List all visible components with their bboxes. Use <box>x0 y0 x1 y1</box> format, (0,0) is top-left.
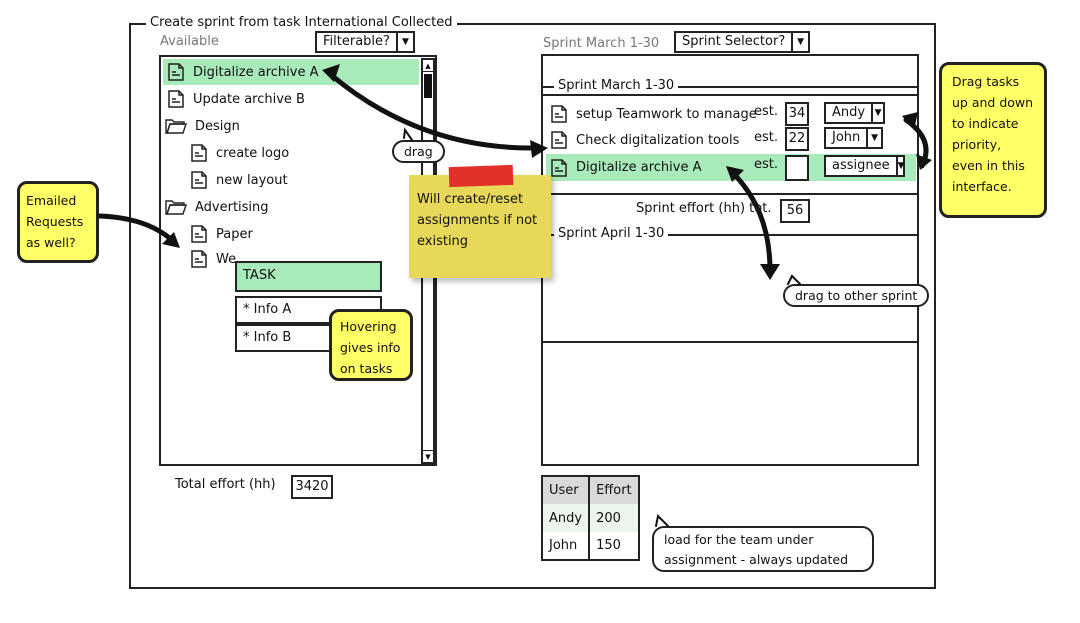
sprint-selector-dropdown[interactable]: Sprint Selector? ▼ <box>674 31 810 53</box>
sprint-label: Sprint March 1-30 <box>543 36 660 51</box>
chevron-down-icon: ▼ <box>871 104 883 122</box>
filter-dropdown-value: Filterable? <box>323 34 390 49</box>
table-header: User <box>542 476 591 504</box>
tree-item-label: new layout <box>216 172 288 188</box>
sprint-task-row[interactable]: Check digitalization tools <box>546 127 916 153</box>
tree-item-folder[interactable]: Design <box>165 113 240 139</box>
hover-popup-title: TASK <box>235 261 382 292</box>
assignee-value: assignee <box>832 158 890 173</box>
sprint-task-row[interactable]: setup Teamwork to manage <box>546 101 916 127</box>
tree-item-task[interactable]: Digitalize archive A <box>163 59 419 85</box>
chevron-down-icon: ▼ <box>395 33 413 51</box>
assignee-dropdown[interactable]: Andy ▼ <box>824 102 885 124</box>
available-label: Available <box>160 34 219 49</box>
estimate-input[interactable] <box>785 155 809 181</box>
assignee-dropdown[interactable]: assignee ▼ <box>824 155 905 177</box>
assignee-value: John <box>832 130 861 145</box>
document-icon <box>168 90 184 108</box>
frame-title: Create sprint from task International Co… <box>146 14 457 32</box>
tape-decoration <box>448 164 514 188</box>
document-icon <box>191 250 207 268</box>
callout-drag: drag <box>392 140 445 163</box>
divider <box>543 86 917 88</box>
document-icon <box>551 131 567 149</box>
table-cell: John <box>542 532 591 560</box>
sticky-note-hovering: Hovering gives info on tasks <box>329 309 413 381</box>
est-label: est. <box>754 104 779 119</box>
sticky-note-emailed: Emailed Requests as well? <box>17 181 99 263</box>
chevron-down-icon: ▼ <box>866 129 881 147</box>
tree-item-label: Digitalize archive A <box>193 64 319 80</box>
tree-item-label: Design <box>195 118 240 134</box>
document-icon <box>551 158 567 177</box>
document-icon <box>191 144 207 162</box>
folder-icon <box>165 200 187 215</box>
table-row: John 150 <box>542 532 639 560</box>
tree-item-task[interactable]: We <box>190 246 236 272</box>
scroll-down-arrow-icon[interactable]: ▼ <box>423 450 433 462</box>
sprint-task-list-empty[interactable] <box>541 341 919 466</box>
tree-item-label: Paper <box>216 226 253 242</box>
note-create-reset: Will create/reset assignments if not exi… <box>409 175 551 278</box>
tree-item-label: Update archive B <box>193 91 305 107</box>
sprint-effort-label: Sprint effort (hh) tot. <box>636 201 772 216</box>
sprint-task-label: Check digitalization tools <box>576 132 740 148</box>
table-cell: 150 <box>589 532 639 560</box>
tree-item-folder[interactable]: Advertising <box>165 194 269 220</box>
chevron-down-icon: ▼ <box>791 33 808 51</box>
callout-drag-other-sprint: drag to other sprint <box>783 284 930 307</box>
document-icon <box>551 105 567 123</box>
filter-dropdown[interactable]: Filterable? ▼ <box>315 31 415 53</box>
chevron-down-icon: ▼ <box>895 157 905 175</box>
sprint-selector-value: Sprint Selector? <box>682 34 786 49</box>
sprint-task-label: Digitalize archive A <box>576 160 702 175</box>
sticky-note-priority: Drag tasks up and down to indicate prior… <box>939 62 1047 218</box>
total-effort-value: 3420 <box>291 475 333 499</box>
tree-item-task[interactable]: Update archive B <box>163 86 305 112</box>
tree-item-label: create logo <box>216 145 290 161</box>
tree-item-task[interactable]: Paper <box>190 221 253 247</box>
table-header: Effort <box>589 476 639 504</box>
tree-item-task[interactable]: create logo <box>190 140 289 166</box>
tree-item-label: Advertising <box>195 199 269 215</box>
table-cell: 200 <box>589 504 639 532</box>
table-row: Andy 200 <box>542 504 639 532</box>
main-frame <box>129 23 936 589</box>
effort-table: User Effort Andy 200 John 150 <box>541 475 640 561</box>
document-icon <box>191 171 207 189</box>
callout-load: load for the team under assignment - alw… <box>652 526 874 572</box>
sprint-effort-value: 56 <box>780 199 810 223</box>
sprint-section-title: Sprint March 1-30 <box>554 78 679 94</box>
document-icon <box>191 225 207 243</box>
table-header-row: User Effort <box>542 476 639 504</box>
sprint-task-label: setup Teamwork to manage <box>576 106 757 122</box>
scroll-up-arrow-icon[interactable]: ▲ <box>423 60 433 72</box>
estimate-input[interactable]: 22 <box>785 127 809 151</box>
assignee-value: Andy <box>832 105 866 120</box>
table-cell: Andy <box>542 504 591 532</box>
tree-item-label: We <box>216 251 237 267</box>
est-label: est. <box>754 157 779 172</box>
estimate-input[interactable]: 34 <box>785 102 809 126</box>
scroll-thumb[interactable] <box>424 74 432 98</box>
document-icon <box>168 63 184 81</box>
assignee-dropdown[interactable]: John ▼ <box>824 127 883 149</box>
tree-item-task[interactable]: new layout <box>190 167 288 193</box>
sprint-section-title: Sprint April 1-30 <box>554 226 669 242</box>
folder-icon <box>165 119 187 134</box>
est-label: est. <box>754 130 779 145</box>
total-effort-label: Total effort (hh) <box>175 477 276 492</box>
